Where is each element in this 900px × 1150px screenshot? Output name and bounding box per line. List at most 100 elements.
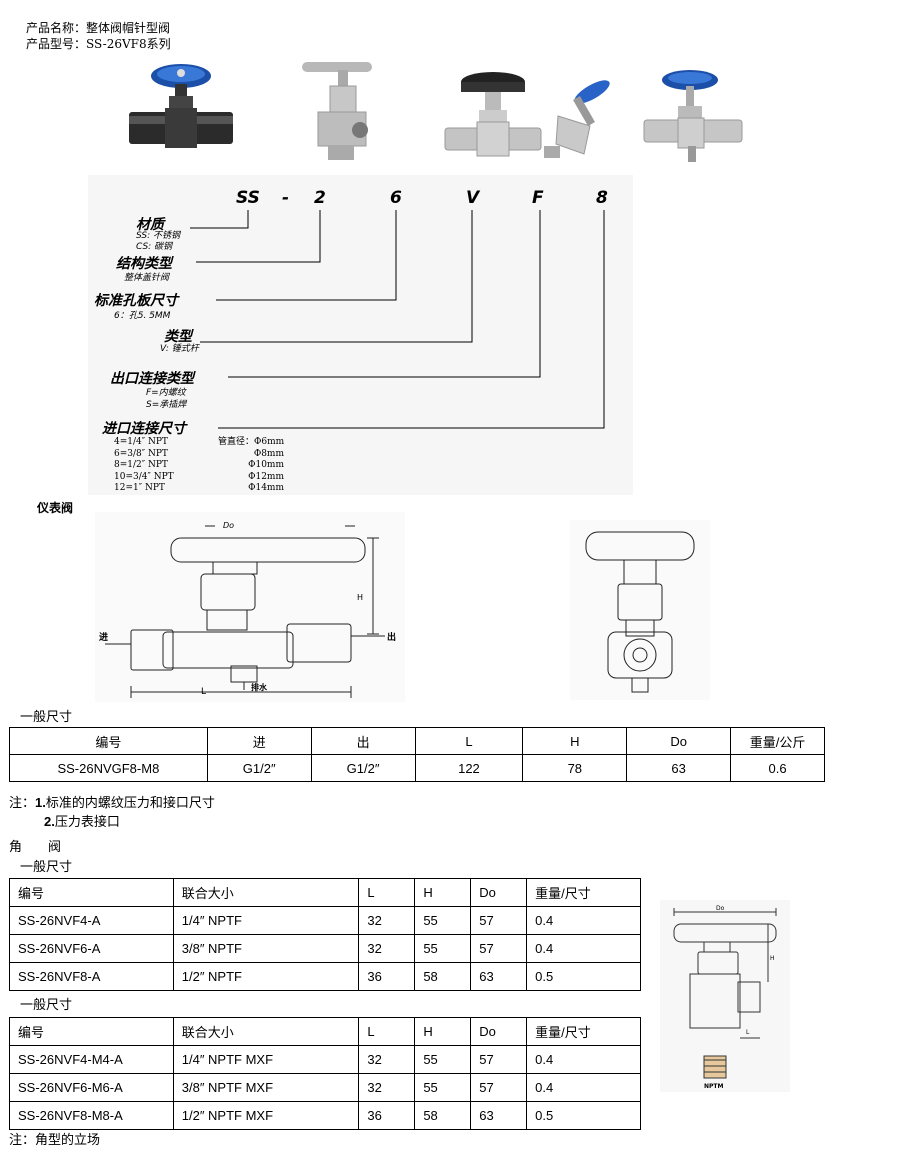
t-bar-angle-valve-photo	[302, 62, 372, 160]
angle-valve-drawing: Do H L NPTM	[660, 900, 790, 1092]
sub-material-cs: CS: 碳钢	[136, 242, 173, 252]
header-cell: 联合大小	[172, 878, 360, 907]
table-header-row: 编号 进 出 L H Do 重量/公斤	[9, 727, 825, 755]
note-1-item-1: 标准的内螺纹压力和接口尺寸	[45, 796, 215, 811]
section-general-size-3: 一般尺寸	[20, 998, 73, 1013]
table-cell: SS-26NVF6-M6-A	[9, 1073, 174, 1102]
table-cell: SS-26NVGF8-M8	[9, 754, 208, 782]
angle-valve-blue-handle-photo	[544, 80, 610, 158]
header-cell: 编号	[9, 1017, 174, 1046]
code-letter-outlet: F	[532, 188, 544, 208]
angle-valve-title: 角 阀	[9, 840, 62, 855]
table-header-row: 编号 联合大小 L H Do 重量/尺寸	[9, 1017, 641, 1046]
table-row: SS-26NVF6-A 3/8″ NPTF 32 55 57 0.4	[9, 934, 641, 963]
sub-outlet-s: S=承插焊	[146, 400, 187, 410]
note-2: 注：角型的立场	[9, 1133, 101, 1148]
header-cell: 编号	[9, 878, 174, 907]
table-row: SS-26NVF6-M6-A 3/8″ NPTF MXF 32 55 57 0.…	[9, 1073, 641, 1102]
size-code-4: 10=3/4″ NPT	[114, 471, 174, 482]
angle-valve-mxf-size-table: 编号 联合大小 L H Do 重量/尺寸 SS-26NVF4-M4-A 1/4″…	[9, 1017, 641, 1130]
gauge-valve-blue-handwheel-photo	[643, 70, 743, 162]
category-inlet: 进口连接尺寸	[102, 421, 186, 437]
table-cell: 0.6	[730, 754, 825, 782]
code-letter-structure: 2	[314, 188, 326, 208]
dim-h-label: H	[357, 593, 363, 602]
header-cell: Do	[470, 1017, 528, 1046]
table-cell: 36	[358, 962, 416, 991]
code-letter-dash: -	[282, 188, 290, 208]
table-cell: 58	[414, 962, 472, 991]
sub-outlet-f: F=内螺纹	[146, 388, 186, 398]
header-cell: H	[414, 1017, 472, 1046]
table-cell: 55	[414, 1045, 472, 1074]
code-letter-type: V	[466, 188, 480, 208]
table-cell: 55	[414, 906, 472, 935]
table-cell: SS-26NVF4-A	[9, 906, 174, 935]
table-cell: 32	[358, 906, 416, 935]
category-type: 类型	[164, 329, 192, 345]
inlet-label: 进	[99, 631, 108, 643]
compression-fitting-valve-photo	[444, 72, 542, 157]
table-cell: 63	[470, 962, 528, 991]
table-cell: 1/2″ NPTF MXF	[172, 1101, 360, 1130]
size-code-1: 4=1/4″ NPT	[114, 437, 168, 447]
table-row: SS-26NVF8-A 1/2″ NPTF 36 58 63 0.5	[9, 962, 641, 991]
dim-l-label: L	[201, 687, 206, 697]
size-code-3: 8=1/2″ NPT	[114, 460, 168, 470]
pipe-dia-1: 管直径：Φ6mm	[218, 437, 285, 447]
table-cell: 3/8″ NPTF	[172, 934, 360, 963]
drain-label: 排水	[251, 682, 268, 692]
pipe-dia-3: Φ10mm	[248, 460, 284, 470]
sub-material-ss: SS: 不锈钢	[136, 231, 180, 241]
category-orifice: 标准孔板尺寸	[94, 293, 178, 309]
handwheel-valve-black-photo	[123, 58, 238, 158]
product-model-line: 产品型号：SS-26VF8系列	[26, 37, 171, 51]
table-cell: 55	[414, 1073, 472, 1102]
note-1-item-2-number: 2.	[44, 814, 55, 829]
angle-valve-size-table: 编号 联合大小 L H Do 重量/尺寸 SS-26NVF4-A 1/4″ NP…	[9, 878, 641, 991]
model-code-panel	[88, 175, 633, 495]
sub-structure: 整体盖针阀	[124, 273, 170, 283]
header-cell: H	[522, 727, 628, 755]
angle-dim-do-label: Do	[716, 905, 725, 912]
code-leader-lines	[190, 210, 605, 429]
header-cell: Do	[626, 727, 732, 755]
sub-orifice: 6：孔5. 5MM	[114, 311, 171, 321]
table-cell: 0.5	[526, 1101, 641, 1130]
header-cell: L	[358, 1017, 416, 1046]
table-cell: 0.4	[526, 1073, 641, 1102]
table-cell: 32	[358, 1073, 416, 1102]
note-1-line-2: 2.压力表接口	[44, 811, 120, 830]
table-cell: 0.4	[526, 934, 641, 963]
table-cell: 122	[414, 754, 524, 782]
note-1-line-1: 注：1.标准的内螺纹压力和接口尺寸	[9, 792, 215, 811]
header-cell: 重量/尺寸	[526, 1017, 641, 1046]
sub-type: V: 锤式杆	[160, 344, 199, 354]
table-cell: 57	[470, 1073, 528, 1102]
header-cell: 出	[310, 727, 416, 755]
section-general-size-1: 一般尺寸	[20, 710, 73, 725]
code-letter-inlet: 8	[596, 188, 608, 208]
table-cell: G1/2″	[206, 754, 312, 782]
header-cell: 重量/尺寸	[526, 878, 641, 907]
table-cell: 0.4	[526, 1045, 641, 1074]
table-cell: SS-26NVF4-M4-A	[9, 1045, 174, 1074]
table-cell: 36	[358, 1101, 416, 1130]
header-cell: H	[414, 878, 472, 907]
section-general-size-2: 一般尺寸	[20, 860, 73, 875]
header-cell: 联合大小	[172, 1017, 360, 1046]
table-cell: G1/2″	[310, 754, 416, 782]
category-material: 材质	[136, 217, 164, 233]
gauge-valve-title: 仪表阀	[37, 501, 74, 515]
table-cell: SS-26NVF8-M8-A	[9, 1101, 174, 1130]
table-row: SS-26NVF4-A 1/4″ NPTF 32 55 57 0.4	[9, 906, 641, 935]
code-letter-orifice: 6	[390, 188, 402, 208]
header-cell: Do	[470, 878, 528, 907]
table-cell: 0.4	[526, 906, 641, 935]
table-cell: 1/2″ NPTF	[172, 962, 360, 991]
category-structure: 结构类型	[116, 256, 172, 272]
size-code-2: 6=3/8″ NPT	[114, 448, 168, 459]
angle-dim-l-label: L	[746, 1029, 750, 1036]
table-cell: 78	[522, 754, 628, 782]
nptm-label: NPTM	[704, 1083, 724, 1090]
